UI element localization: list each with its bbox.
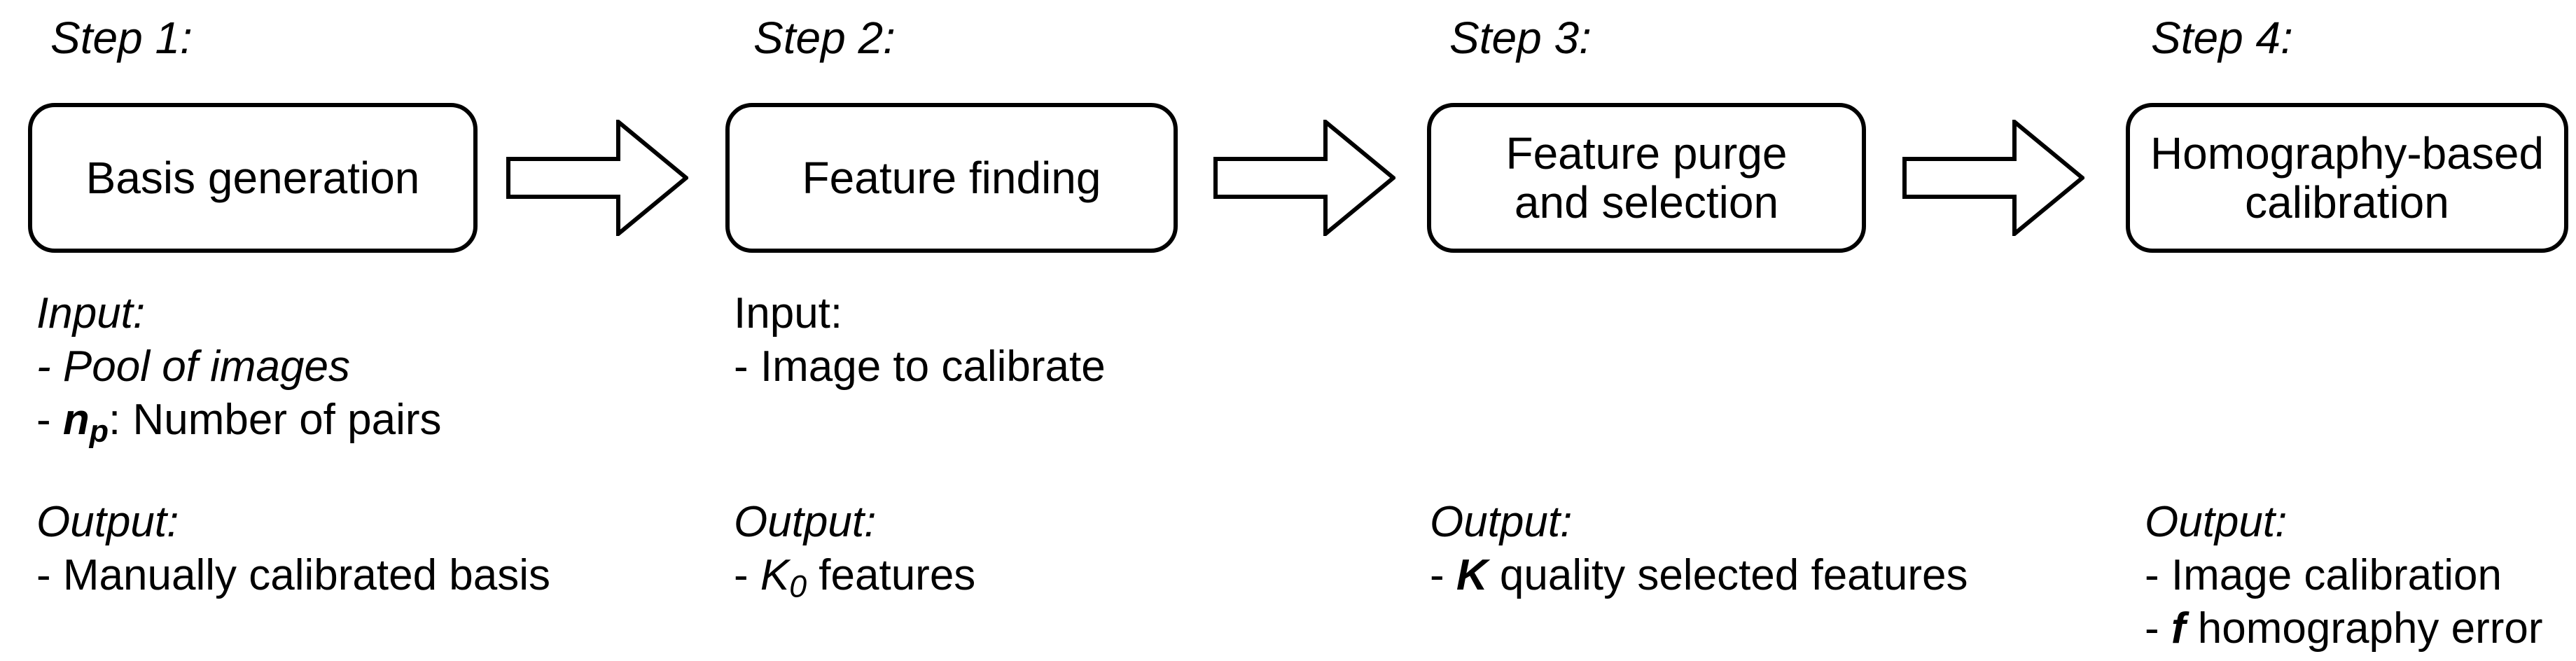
output-item: - K0 features bbox=[734, 551, 976, 604]
step-1-label: Step 1: bbox=[50, 13, 193, 63]
flow-arrow-icon bbox=[506, 120, 688, 236]
output-heading: Output: bbox=[1430, 498, 1573, 546]
step-1-box: Basis generation bbox=[28, 103, 478, 253]
flow-arrow-icon bbox=[1213, 120, 1395, 236]
step-1-output-block: Output: - Manually calibrated basis bbox=[36, 496, 550, 602]
output-heading: Output: bbox=[36, 498, 179, 546]
output-item: - f homography error bbox=[2145, 604, 2543, 653]
step-3-output-block: Output: - K quality selected features bbox=[1430, 496, 1968, 602]
output-item: - Manually calibrated basis bbox=[36, 551, 551, 599]
input-item: - Pool of images bbox=[36, 342, 350, 391]
output-item: - K quality selected features bbox=[1430, 551, 1968, 599]
step-3-label: Step 3: bbox=[1449, 13, 1592, 63]
output-heading: Output: bbox=[2145, 498, 2288, 546]
step-2-label: Step 2: bbox=[753, 13, 896, 63]
input-item: - np: Number of pairs bbox=[36, 396, 442, 449]
step-4-output-block: Output: - Image calibration - f homograp… bbox=[2145, 496, 2543, 655]
input-heading: Input: bbox=[36, 289, 146, 338]
flow-arrow-icon bbox=[1902, 120, 2084, 236]
step-2-input-block: Input: - Image to calibrate bbox=[734, 287, 1106, 394]
step-1-input-block: Input: - Pool of images - np: Number of … bbox=[36, 287, 442, 447]
step-4-label: Step 4: bbox=[2151, 13, 2293, 63]
step-2-box: Feature finding bbox=[725, 103, 1178, 253]
input-item: - Image to calibrate bbox=[734, 342, 1106, 391]
output-heading: Output: bbox=[734, 498, 877, 546]
step-2-output-block: Output: - K0 features bbox=[734, 496, 976, 604]
input-heading: Input: bbox=[734, 289, 843, 338]
output-item: - Image calibration bbox=[2145, 551, 2502, 599]
